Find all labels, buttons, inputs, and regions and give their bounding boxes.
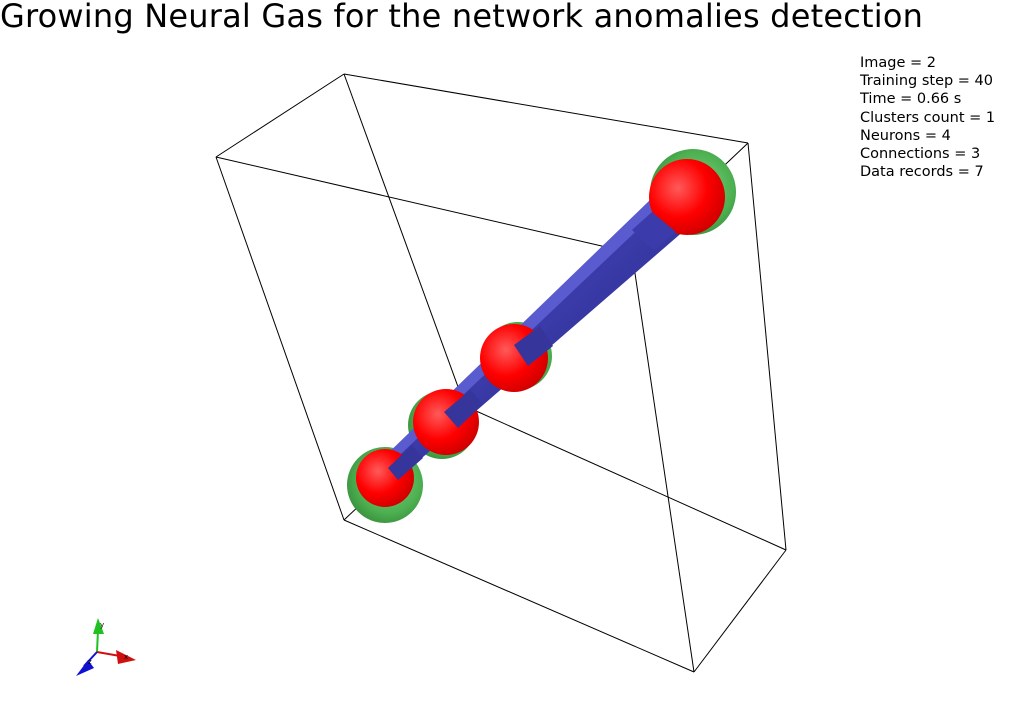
connection-tube: [514, 326, 553, 366]
box-edge: [747, 142, 787, 551]
axis-z-label: z: [88, 658, 92, 666]
stat-clusters-count: Clusters count = 1: [860, 109, 996, 126]
stat-data-records: Data records = 7: [860, 164, 984, 181]
box-edge: [464, 405, 787, 551]
axis-y-label: y: [100, 621, 104, 629]
connection-tube: [444, 390, 483, 428]
axis-y-arrow-icon: [93, 618, 104, 634]
axis-x-arrow-icon: [116, 650, 136, 664]
box-edge: [343, 519, 695, 673]
box-edge: [343, 73, 749, 144]
connection-tube: [388, 445, 423, 480]
stat-image: Image = 2: [860, 55, 937, 71]
axis-x-line: [96, 651, 121, 657]
stat-neurons: Neurons = 4: [860, 127, 951, 144]
axis-z-arrow-icon: [76, 660, 94, 676]
stat-time: Time = 0.66 s: [860, 91, 962, 108]
box-edge: [631, 252, 695, 673]
stats-panel: Image = 2 Training step = 40 Time = 0.66…: [860, 54, 995, 181]
orientation-axes: y x z: [76, 618, 136, 676]
neuron-sphere: [649, 159, 725, 235]
connection-overlays: [388, 212, 676, 480]
box-edge: [215, 156, 345, 521]
stat-training-step: Training step = 40: [860, 73, 994, 90]
axis-x-label: x: [124, 653, 128, 661]
box-edge: [215, 156, 633, 254]
connection-tube: [632, 212, 676, 250]
box-edge: [693, 549, 787, 673]
box-edge: [215, 73, 345, 158]
plot-title: Growing Neural Gas for the network anoma…: [0, 0, 924, 35]
stat-connections: Connections = 3: [860, 146, 981, 163]
box-edge: [343, 73, 466, 407]
